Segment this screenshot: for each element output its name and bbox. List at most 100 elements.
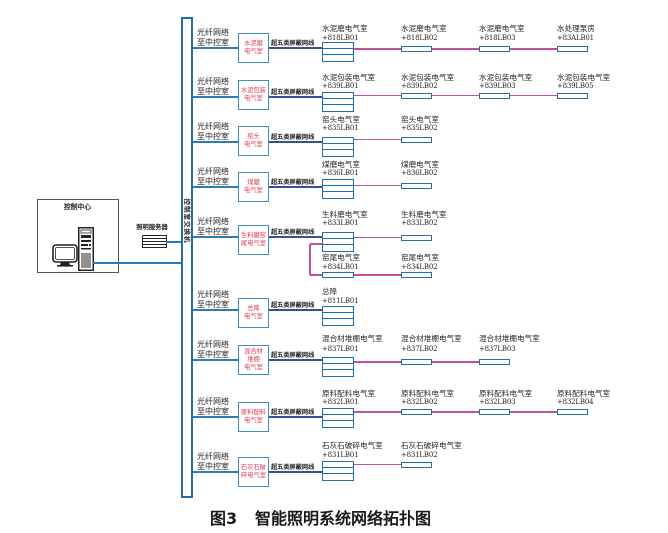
shielded-cable-line — [269, 141, 322, 143]
electrical-room-label: 电气室 — [244, 313, 263, 320]
electrical-room-box: 煤磨电气室 — [238, 172, 269, 202]
lighting-panel-box — [401, 46, 432, 52]
shielded-cable-label: 超五类屏蔽网线 — [271, 39, 315, 47]
lighting-panel-name: 水泥包装电气室 — [401, 72, 455, 82]
electrical-room-box: 水泥磨电气室 — [238, 33, 269, 63]
sub-lighting-panel-box — [322, 272, 354, 278]
electrical-room-label: 电气室 — [244, 363, 263, 371]
fiber-uplink-line2: 至中控室 — [197, 87, 229, 96]
lighting-panel-code: +837LB02 — [401, 344, 438, 353]
sub-lighting-panel-name: 窑尾电气室 — [322, 252, 360, 262]
fiber-link-line — [193, 141, 238, 143]
lighting-panel-name: 水泥包装电气室 — [479, 72, 533, 82]
lighting-panel-code: +839LB05 — [557, 82, 594, 90]
electrical-room-label: 电气室 — [244, 187, 263, 194]
electrical-room-label: 总降 — [247, 305, 260, 313]
electrical-room-label: 堆棚 — [247, 356, 260, 364]
shielded-cable-line — [269, 416, 322, 418]
shielded-cable-line — [269, 309, 322, 311]
lighting-panel-box — [479, 92, 510, 99]
shielded-cable-label: 超五类屏蔽网线 — [271, 178, 315, 186]
fiber-link-line — [193, 96, 238, 98]
shielded-cable-line — [269, 236, 322, 238]
electrical-room-box: 原料配料电气室 — [238, 402, 269, 432]
fiber-uplink-line1: 光纤网络 — [197, 77, 229, 86]
fiber-link-line — [193, 359, 238, 361]
shielded-cable-label: 超五类屏蔽网线 — [271, 301, 315, 309]
fiber-uplink-line1: 光纤网络 — [197, 122, 229, 131]
fiber-uplink-label: 光纤网络至中控室 — [197, 167, 229, 187]
electrical-room-label: 电气室 — [244, 141, 263, 148]
shielded-cable-line — [269, 47, 322, 49]
fiber-uplink-line1: 光纤网络 — [197, 217, 229, 226]
electrical-room-label: 混合材 — [244, 348, 263, 356]
stack-divider — [323, 98, 353, 100]
core-switch-bar — [181, 17, 193, 498]
lighting-panel-code: +818LB02 — [401, 34, 438, 42]
lighting-panel-box — [479, 359, 510, 365]
lighting-panel-code: +839LB01 — [322, 82, 359, 90]
lighting-panel-name: 水泥磨电气室 — [322, 24, 368, 33]
fiber-uplink-line2: 至中控室 — [197, 300, 229, 309]
fiber-link-line — [193, 236, 238, 238]
shielded-cable-line — [269, 471, 322, 473]
shielded-cable-line — [269, 359, 322, 361]
figure-title: 智能照明系统网络拓扑图 — [255, 509, 432, 528]
stack-divider — [323, 48, 353, 50]
lighting-panel-box — [401, 461, 432, 468]
sub-lighting-panel-code: +834LB02 — [401, 262, 438, 271]
lighting-panel-code: +818LB03 — [479, 34, 516, 42]
fiber-link-line — [193, 47, 238, 49]
lighting-panel-code: +831LB02 — [401, 450, 438, 459]
sub-chain-line — [310, 274, 401, 276]
lighting-panel-code: +818LB01 — [322, 34, 359, 42]
stack-divider — [323, 104, 353, 106]
stack-divider — [323, 318, 353, 320]
daisy-chain-line — [354, 184, 401, 187]
lighting-panel-name: 水泥磨电气室 — [401, 24, 447, 33]
panel-switch-stack — [322, 408, 354, 428]
fiber-uplink-line1: 光纤网络 — [197, 167, 229, 176]
shielded-cable-label: 超五类屏蔽网线 — [271, 351, 315, 359]
fiber-uplink-line2: 至中控室 — [197, 177, 229, 186]
lighting-panel-code: +832LB02 — [401, 397, 438, 406]
control-center-label: 控制中心 — [63, 203, 92, 211]
electrical-room-box: 混合材堆棚电气室 — [238, 345, 269, 375]
lighting-panel-code: +833LB02 — [401, 219, 438, 227]
stack-divider — [323, 420, 353, 422]
lighting-panel-box — [401, 182, 432, 189]
lighting-panel-box — [557, 409, 588, 415]
sub-lighting-panel-name: 窑尾电气室 — [401, 252, 439, 262]
electrical-room-label: 原料配料 — [240, 409, 267, 417]
electrical-room-box: 总降电气室 — [238, 298, 269, 328]
lighting-panel-box — [557, 46, 588, 52]
lighting-panel-box — [557, 92, 588, 99]
fiber-link-line — [193, 309, 238, 311]
lighting-panel-code: +811LB01 — [322, 296, 359, 305]
lighting-server-link-line — [166, 241, 181, 243]
fiber-uplink-label: 光纤网络至中控室 — [197, 77, 229, 97]
electrical-room-label: 电气室 — [244, 95, 263, 102]
stack-divider — [323, 414, 353, 416]
lighting-panel-box — [479, 46, 510, 52]
lighting-panel-box — [401, 409, 432, 415]
lighting-panel-name: 总降 — [322, 286, 338, 296]
lighting-panel-name: 混合材堆棚电气室 — [401, 334, 462, 343]
computer-tower-icon — [78, 227, 94, 271]
sub-lighting-panel-box — [401, 272, 432, 278]
fiber-uplink-line2: 至中控室 — [197, 350, 229, 359]
stack-divider — [323, 54, 353, 56]
sub-chain-line — [309, 244, 311, 275]
shielded-cable-label: 超五类屏蔽网线 — [271, 463, 315, 471]
stack-divider — [323, 244, 353, 246]
daisy-chain-line — [354, 463, 401, 466]
fiber-uplink-line2: 至中控室 — [197, 407, 229, 416]
lighting-panel-code: +833LB01 — [322, 219, 359, 227]
fiber-uplink-line1: 光纤网络 — [197, 452, 229, 461]
lighting-panel-name: 原料配料电气室 — [401, 388, 455, 398]
stack-divider — [323, 369, 353, 371]
stack-divider — [323, 467, 353, 469]
panel-switch-stack — [322, 92, 354, 112]
lighting-panel-code: +837LB01 — [322, 344, 359, 353]
